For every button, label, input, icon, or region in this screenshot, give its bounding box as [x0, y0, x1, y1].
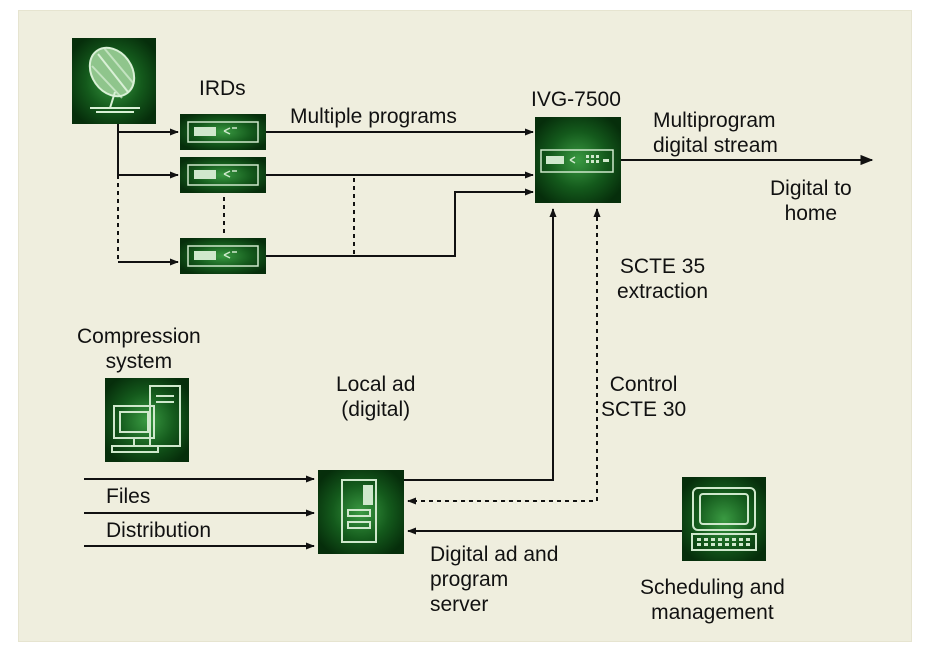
computer-workstation-icon [105, 378, 189, 462]
digital-to-home-label: Digital to home [770, 177, 852, 225]
files-label: Files [106, 485, 151, 508]
ird-receiver-icon [180, 238, 266, 274]
ivg-7500-device-icon [535, 117, 621, 203]
scheduling-management-label: Scheduling and management [640, 576, 785, 624]
irds-label: IRDs [199, 77, 246, 100]
terminal-keyboard-icon [682, 477, 766, 561]
satellite-dish-icon [72, 38, 156, 124]
local-ad-label: Local ad (digital) [336, 373, 416, 421]
ad-server-label: Digital ad and program server [430, 543, 559, 616]
arrow-server-to-ivg [404, 208, 557, 481]
arrow-ird-3-to-ivg [266, 188, 534, 257]
compression-system-label: Compression system [77, 325, 201, 373]
ivg-7500-label: IVG-7500 [531, 88, 621, 111]
multiprogram-stream-label: Multiprogram digital stream [653, 109, 778, 157]
ird-receiver-icon [180, 157, 266, 193]
server-tower-icon [318, 470, 404, 554]
distribution-label: Distribution [106, 519, 212, 542]
control-scte30-label: Control SCTE 30 [601, 373, 687, 421]
ird-receiver-icon [180, 114, 266, 150]
arrow-control-scte30 [407, 208, 601, 505]
multiple-programs-label: Multiple programs [290, 105, 457, 128]
scte35-extraction-label: SCTE 35 extraction [617, 255, 709, 303]
